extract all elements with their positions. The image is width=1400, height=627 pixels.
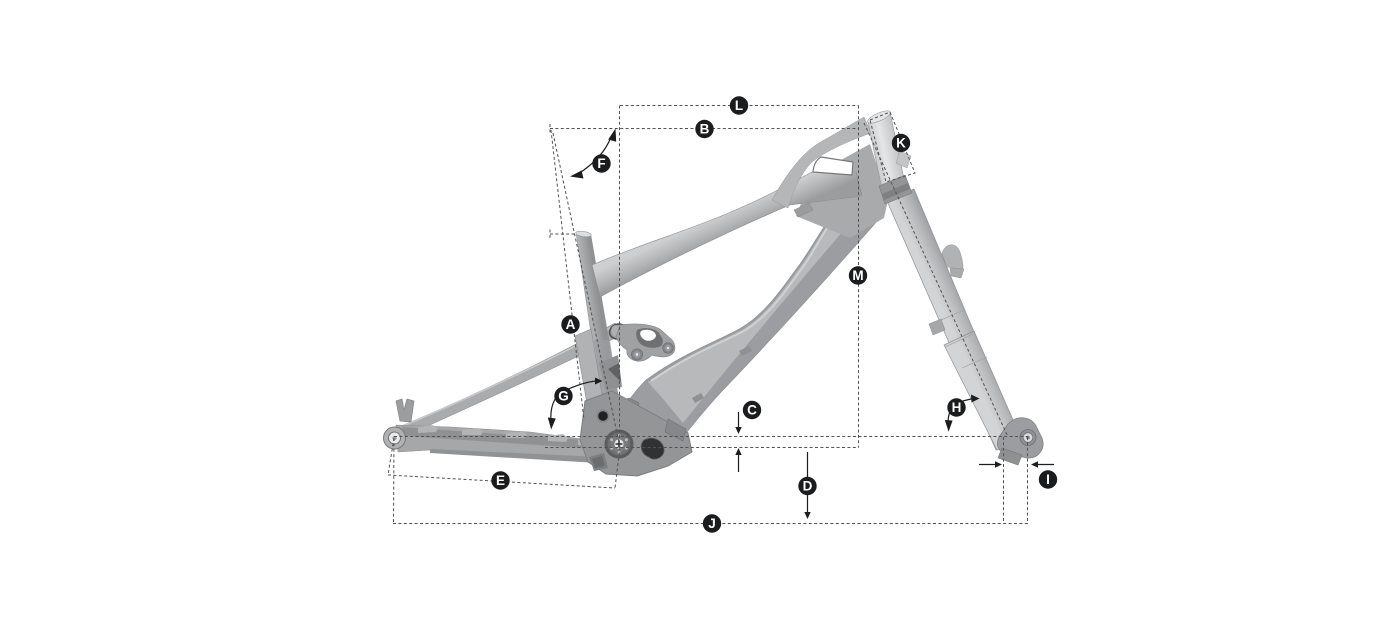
svg-text:L: L: [735, 98, 743, 113]
svg-text:D: D: [803, 479, 813, 494]
svg-text:K: K: [896, 136, 906, 151]
svg-text:H: H: [952, 400, 962, 415]
svg-text:B: B: [700, 122, 710, 137]
svg-text:C: C: [747, 403, 757, 418]
svg-text:F: F: [597, 156, 605, 171]
svg-text:G: G: [558, 389, 569, 404]
svg-text:M: M: [852, 268, 863, 283]
svg-text:E: E: [496, 473, 505, 488]
svg-text:I: I: [1046, 472, 1050, 487]
svg-text:A: A: [566, 317, 576, 332]
svg-text:J: J: [708, 516, 716, 531]
